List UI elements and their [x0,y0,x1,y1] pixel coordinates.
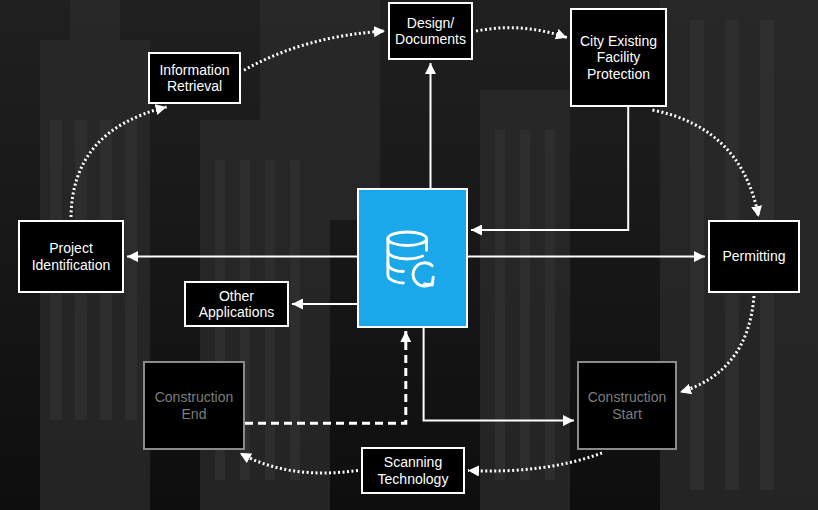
node-label: City Existing Facility Protection [577,33,660,81]
dotted-flow-arrow [468,453,602,471]
solid-arrow [468,256,705,258]
node-label: Information Retrieval [155,62,234,94]
process-box: Construction End [143,361,245,450]
solid-arrow [430,63,432,188]
node-label: Scanning Technology [368,454,458,486]
process-box: Other Applications [184,281,289,327]
process-box: Project Identification [18,220,124,293]
solid-arrow [471,107,628,230]
dotted-flow-arrow [680,296,754,392]
dotted-flow-arrow [652,110,758,217]
dotted-flow-arrow [476,28,567,38]
node-label: Permitting [722,248,785,264]
process-box: Permitting [708,220,800,293]
solid-arrow [127,256,357,258]
solid-arrow [292,303,357,305]
node-label: Construction End [150,389,238,421]
process-box: Design/ Documents [388,2,473,60]
node-label: Project Identification [25,240,117,272]
database-hub [357,188,468,328]
process-box: Scanning Technology [361,447,465,494]
process-box: Construction Start [577,361,677,450]
process-box: City Existing Facility Protection [570,8,667,107]
dotted-flow-arrow [71,107,167,217]
dotted-flow-arrow [240,453,358,473]
dotted-flow-arrow [244,31,385,70]
node-label: Other Applications [191,288,282,320]
node-label: Construction Start [584,389,670,421]
process-box: Information Retrieval [148,52,241,104]
database-icon [359,190,466,326]
node-label: Design/ Documents [395,15,466,47]
dashed-arrow [245,331,406,423]
solid-arrow [424,328,574,421]
